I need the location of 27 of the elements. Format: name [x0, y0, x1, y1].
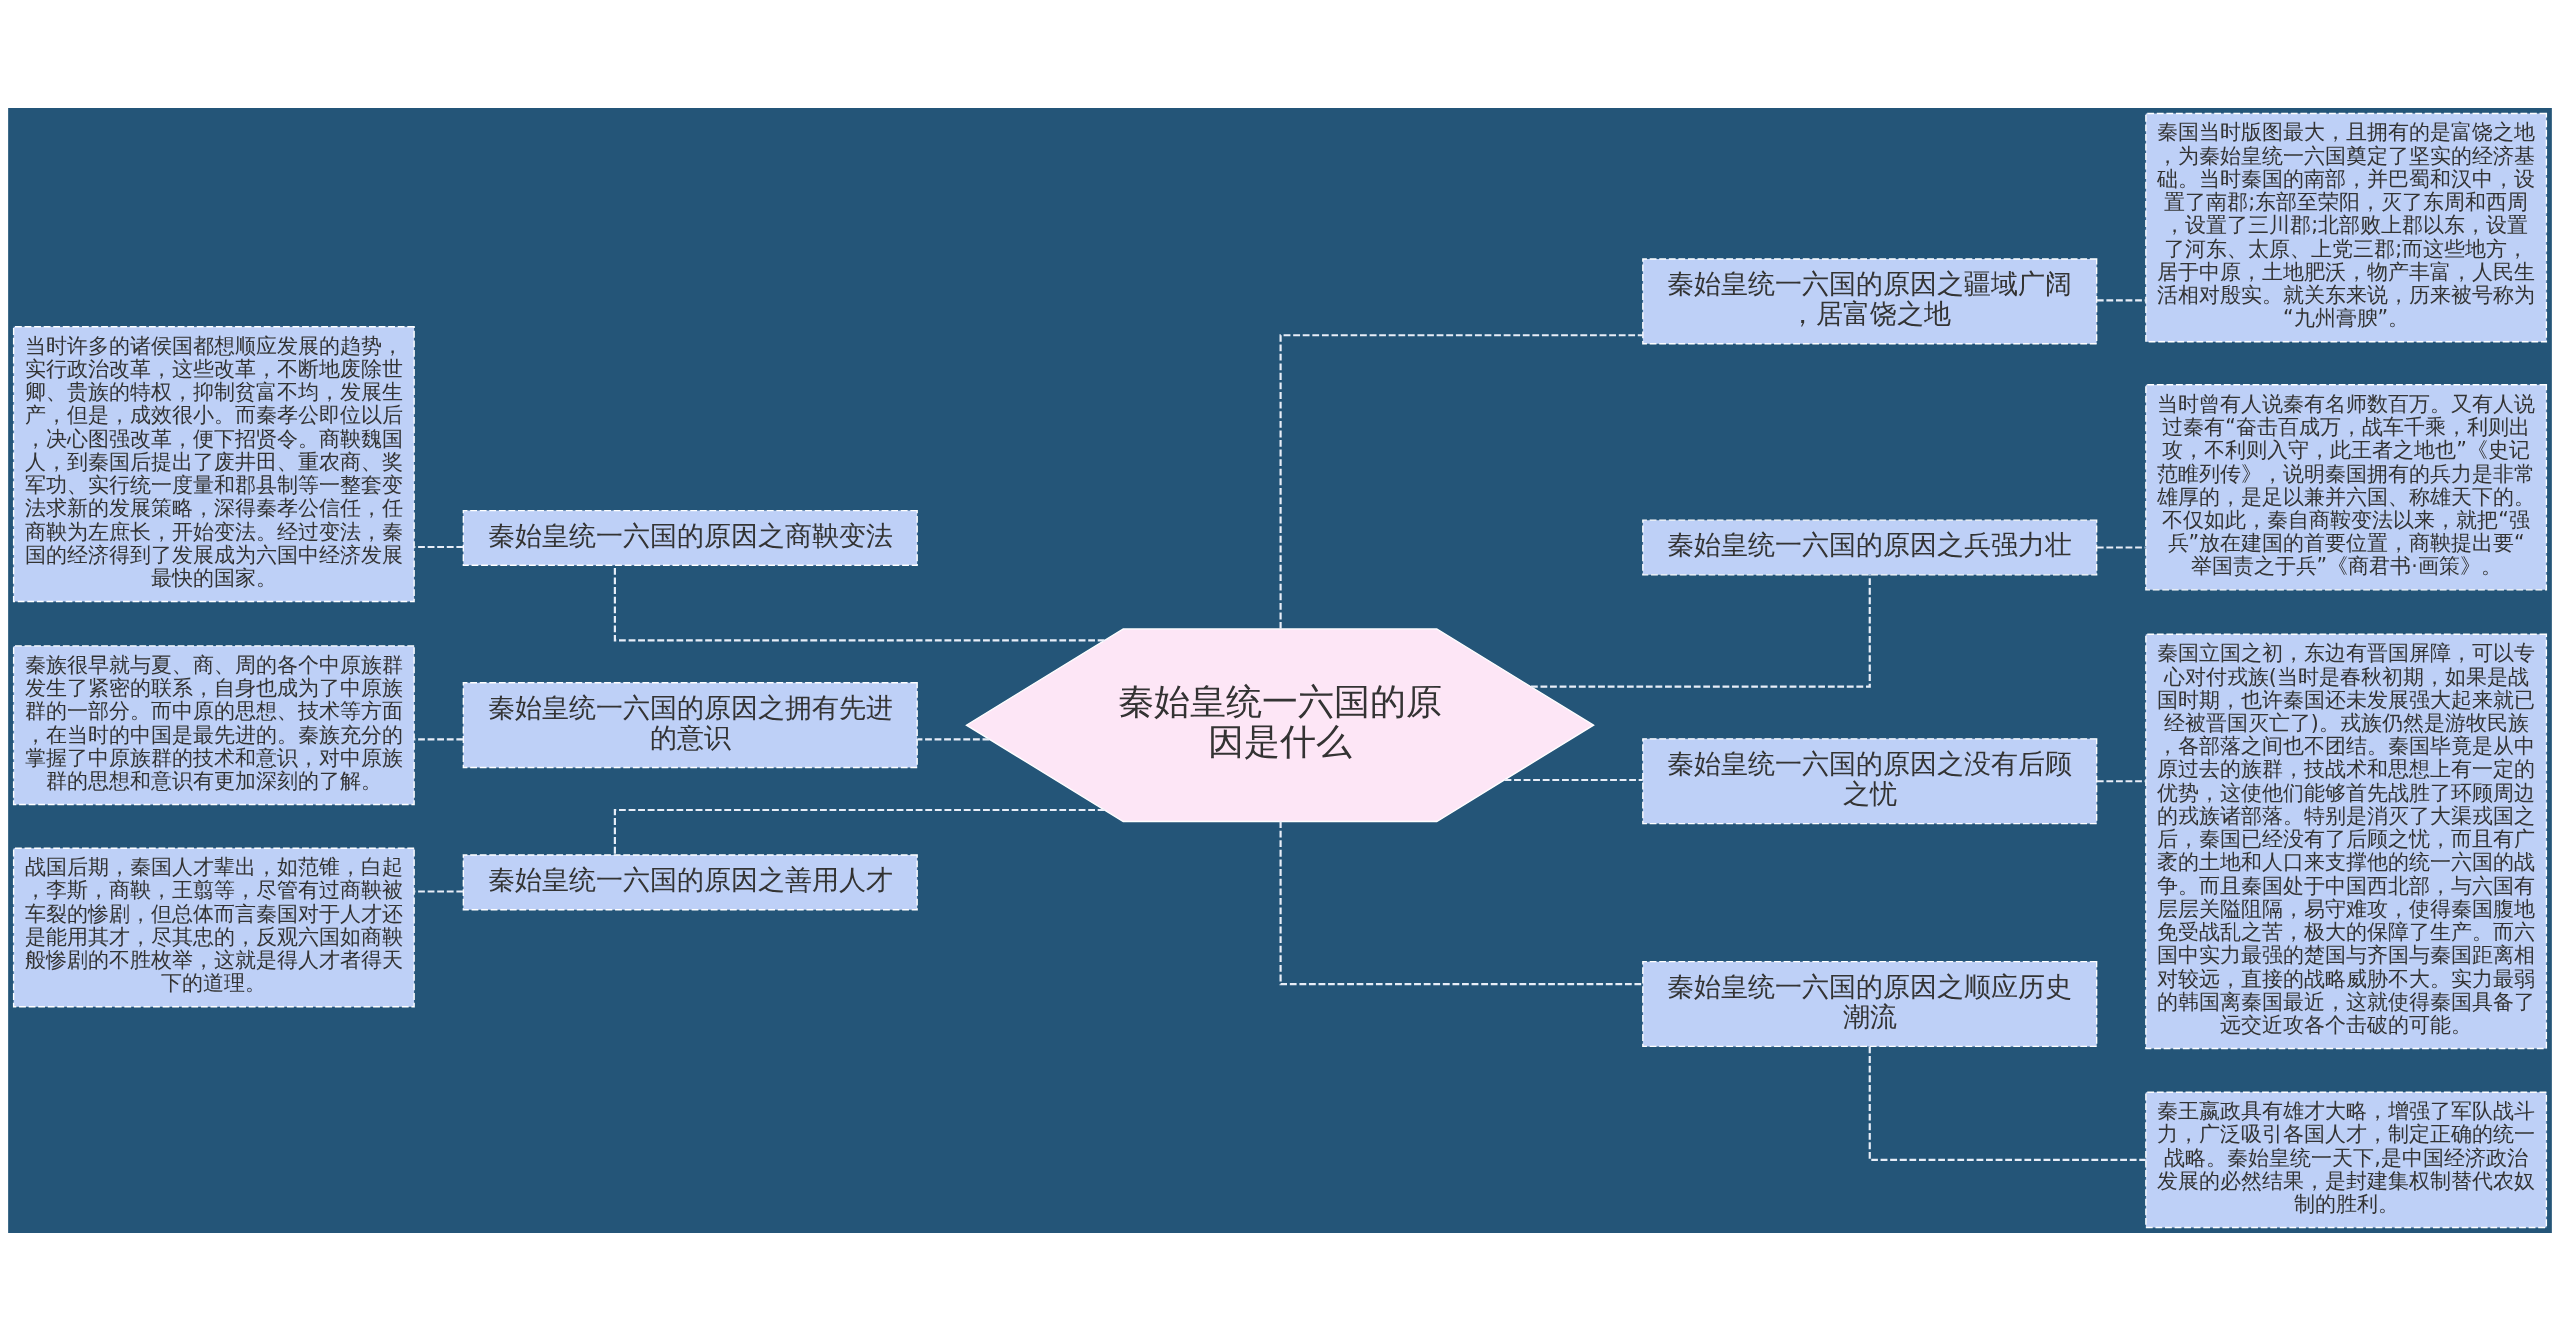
connector: [414, 737, 464, 740]
node-box: 秦始皇统一六国的原因之疆域广阔，居富饶之地: [1642, 257, 2098, 344]
connector: [414, 545, 464, 548]
connector: [2096, 545, 2146, 549]
node-box: 秦始皇统一六国的原因之拥有先进的意识: [462, 681, 918, 768]
connector: [414, 889, 464, 893]
connector: [1279, 820, 1643, 985]
node-box: 秦始皇统一六国的原因之兵强力壮: [1642, 518, 2098, 575]
node-box: 当时曾有人说秦有名师数百万。又有人说过秦有“奋击百成万，战车千乘，利则出攻，不利则入守，此王者之地也”《史记范睢列传》，说明秦国拥有的兵力是非常雄厚的，是足以兼并六国、称雄天下的。不仅如此，秦自商鞍变法以来，就把“强兵”放在建国的首要位置，商鞅提出要“举国责之于兵”《商君书·画策》。: [2145, 383, 2548, 591]
node-box: 秦族很早就与夏、商、周的各个中原族群发生了紧密的联系，自身也成为了中原族群的一部分。而中原的思想、技术等方面，在当时的中国是最先进的。秦族充分的掌握了中原族群的技术和意识，对中原族群的思想和意识有更加深刻的了解。: [12, 644, 415, 805]
node-box: 战国后期，秦国人才辈出，如范锥，白起，李斯，商鞅，王翦等，尽管有过商鞅被车裂的惨剧，但总体而言秦国对于人才还是能用其才，尽其忠的，反观六国如商鞅般惨剧的不胜枚举，这就是得人才者得天下的道理。: [12, 847, 415, 1007]
node-box: 秦王嬴政具有雄才大略，增强了军队战斗力，广泛吸引各国人才，制定正确的统一战略。秦始皇统一天下,是中国经济政治发展的必然结果，是封建集权制替代农奴制的胜利。: [2145, 1091, 2548, 1228]
connector: [2096, 779, 2146, 782]
node-box: 当时许多的诸侯国都想顺应发展的趋势，实行政治改革，这些改革，不断地废除世卿、贵族的特权，抑制贫富不均，发展生产，但是，成效很小。而秦孝公即位以后，决心图强改革，便下招贤令。商鞅魏国人，到秦国后提出了废井田、重农商、奖军功、实行统一度量和郡县制等一整套变法求新的发展策略，深得秦孝公信任，任商鞅为左庶长，开始变法。经过变法，秦国的经济得到了发展成为六国中经济发展最快的国家。: [12, 325, 415, 602]
connector: [1279, 333, 1643, 629]
connector: [917, 737, 990, 740]
connector: [1868, 1046, 2146, 1161]
node-box: 秦国立国之初，东边有晋国屏障，可以专心对付戎族(当时是春秋初期，如果是战国时期，也许秦国还未发展强大起来就已经被晋国灭亡了)。戎族仍然是游牧民族，各部落之间也不团结。秦国毕竟是从中原过去的族群，技战术和思想上有一定的优势，这使他们能够首先战胜了环顾周边的戎族诸部落。特别是消灭了大渠戎国之后，秦国已经没有了后顾之忧，而且有广袤的土地和人口来支撑他的统一六国的战争。而且秦国处于中国西北部，与六国有层层关隘阻隔，易守难攻，使得秦国腹地免受战乱之苦，极大的保障了生产。而六国中实力最强的楚国与齐国与秦国距离相对较远，直接的战略威胁不大。实力最弱的韩国离秦国最近，这就使得秦国具备了远交近攻各个击破的可能。: [2145, 633, 2548, 1049]
connector: [1530, 574, 1871, 688]
connector: [613, 808, 1105, 855]
connector: [2096, 298, 2146, 301]
node-box: 秦始皇统一六国的原因之顺应历史潮流: [1642, 960, 2098, 1047]
connector: [1504, 778, 1643, 781]
node-box: 秦始皇统一六国的原因之没有后顾之忧: [1642, 737, 2098, 824]
node-box: 秦始皇统一六国的原因之善用人才: [462, 853, 918, 910]
node-box: 秦始皇统一六国的原因之商鞅变法: [462, 509, 918, 566]
node-box: 秦国当时版图最大，且拥有的是富饶之地，为秦始皇统一六国奠定了坚实的经济基础。当时秦国的南部，并巴蜀和汉中，设置了南郡;东部至荣阳，灭了东周和西周，设置了三川郡;北部败上郡以东，设置了河东、太原、上党三郡;而这些地方，居于中原，土地肥沃，物产丰富，人民生活相对殷实。就关东来说，历来被号称为“九州膏腴”。: [2145, 112, 2548, 342]
